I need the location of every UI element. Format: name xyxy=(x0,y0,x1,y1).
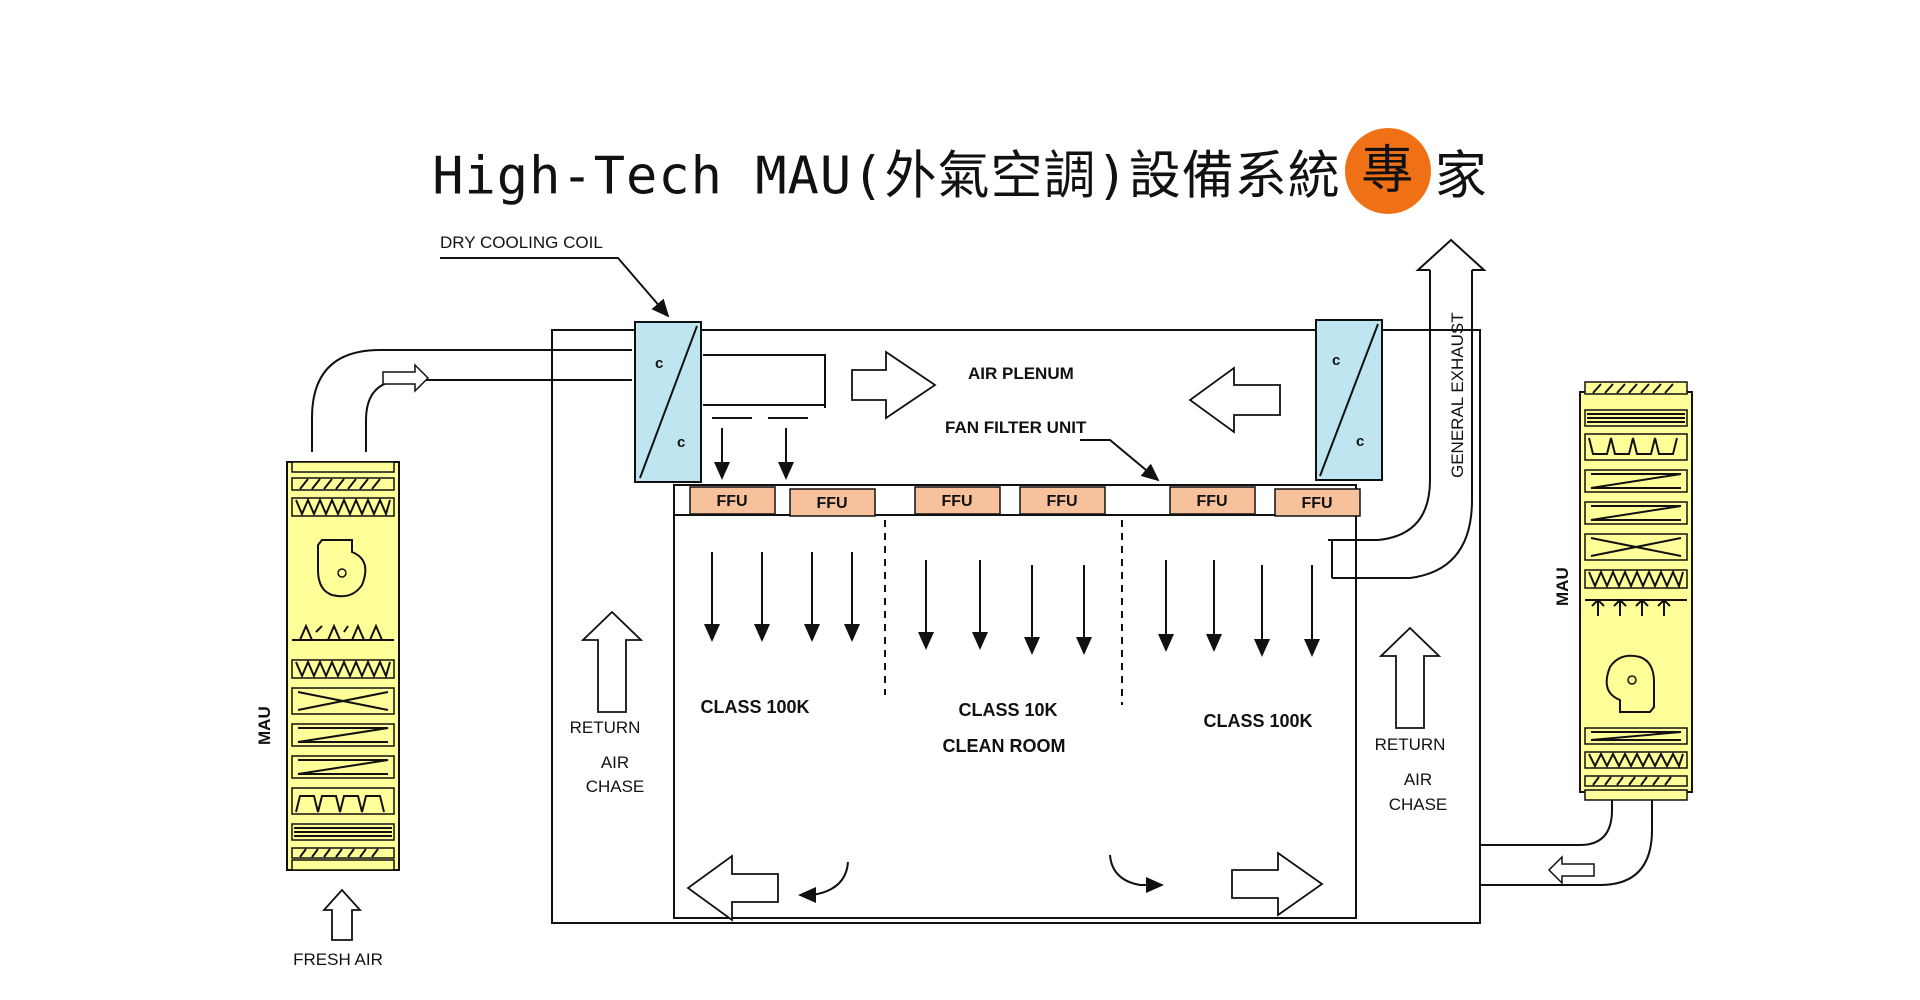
ffu-unit: FFU xyxy=(689,486,776,515)
zone-center-label-line1: CLASS 10K xyxy=(958,700,1057,720)
coil-mark: c xyxy=(1356,433,1364,450)
swirl-arrow-right xyxy=(1109,854,1164,893)
mau-right-label: MAU xyxy=(1553,567,1572,606)
ffu-unit: FFU xyxy=(1169,486,1256,515)
coil-mark: c xyxy=(1332,352,1340,369)
plenum-arrow-left xyxy=(1188,366,1281,434)
fresh-air-label: FRESH AIR xyxy=(293,950,383,969)
return-air-chase-right-line3: CHASE xyxy=(1389,795,1448,814)
plenum-down-arrows xyxy=(712,417,808,480)
mau-unit-left xyxy=(286,461,400,871)
ffu-label: FFU xyxy=(816,495,847,512)
coil-mark: c xyxy=(655,355,663,372)
ffu-unit: FFU xyxy=(914,486,1001,515)
return-arrow-right xyxy=(1378,626,1442,729)
return-duct-right xyxy=(1480,800,1613,846)
ffu-unit: FFU xyxy=(1274,488,1361,517)
fan-filter-unit-label: FAN FILTER UNIT xyxy=(945,418,1087,437)
supply-duct-left xyxy=(311,349,632,452)
ffu-unit: FFU xyxy=(1019,486,1106,515)
ffu-row: FFU FFU FFU FFU FFU FFU xyxy=(689,486,1361,517)
return-arrow-left xyxy=(580,610,644,713)
return-duct-arrow xyxy=(1547,855,1595,885)
zone-center-label-line2: CLEAN ROOM xyxy=(943,736,1066,756)
dry-cooling-coil-right xyxy=(1315,319,1383,481)
exhaust-duct xyxy=(1328,270,1431,541)
ffu-label: FFU xyxy=(1301,495,1332,512)
clean-room-outline xyxy=(673,515,1357,919)
page-title: High-Tech MAU(外氣空調)設備系統專家 xyxy=(0,128,1920,214)
dry-cooling-coil-left xyxy=(634,321,702,483)
general-exhaust-label: GENERAL EXHAUST xyxy=(1448,312,1467,478)
title-suffix: 家 xyxy=(1434,146,1488,207)
title-main: High-Tech MAU(外氣空調)設備系統 xyxy=(432,146,1341,207)
mau-unit-right xyxy=(1579,381,1693,801)
return-air-chase-right-line1: RETURN xyxy=(1375,735,1446,754)
ffu-unit: FFU xyxy=(789,488,876,517)
dry-cooling-coil-label: DRY COOLING COIL xyxy=(440,233,603,252)
zone-left-label: CLASS 100K xyxy=(700,697,809,717)
dry-cooling-coil-leader xyxy=(440,257,670,318)
swirl-arrow-left xyxy=(798,861,849,903)
fresh-air-arrow xyxy=(321,888,363,941)
floor-arrow-right xyxy=(1231,851,1324,917)
building-outline xyxy=(551,329,1481,924)
ffu-label: FFU xyxy=(716,493,747,510)
mau-left-label: MAU xyxy=(255,706,274,745)
exhaust-arrow xyxy=(1415,238,1487,271)
ffu-label: FFU xyxy=(941,493,972,510)
floor-arrow-left xyxy=(686,854,779,922)
downflow-arrows xyxy=(704,552,1320,657)
fan-filter-unit-leader xyxy=(1080,439,1160,482)
return-air-chase-left-line2: AIR xyxy=(601,753,629,772)
return-air-chase-left-line3: CHASE xyxy=(586,777,645,796)
title-highlight-badge: 專 xyxy=(1344,128,1431,214)
air-plenum-label: AIR PLENUM xyxy=(968,364,1074,383)
return-air-chase-right-line2: AIR xyxy=(1404,770,1432,789)
ffu-label: FFU xyxy=(1196,493,1227,510)
zone-right-label: CLASS 100K xyxy=(1203,711,1312,731)
duct-flow-arrow xyxy=(382,363,430,393)
ffu-label: FFU xyxy=(1046,493,1077,510)
plenum-arrow-right xyxy=(851,350,937,420)
return-air-chase-left-line1: RETURN xyxy=(570,718,641,737)
coil-mark: c xyxy=(677,434,685,451)
